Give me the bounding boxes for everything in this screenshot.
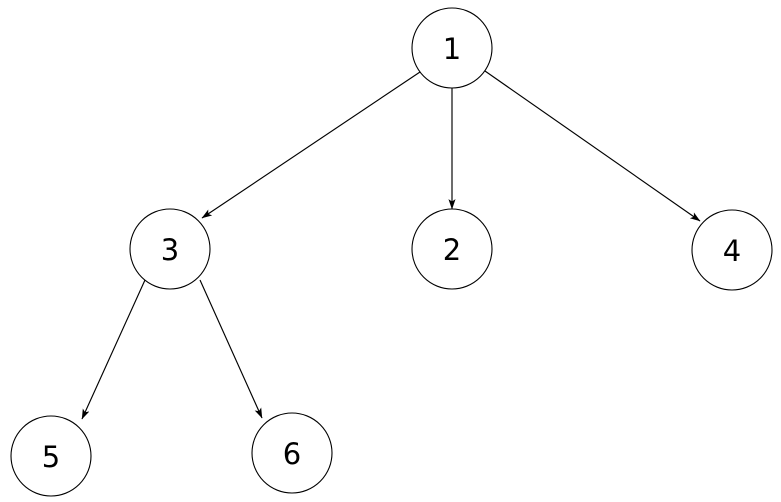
node-circle-1[interactable] bbox=[411, 7, 493, 89]
node-label-1: 1 bbox=[443, 32, 461, 66]
node-label-6: 6 bbox=[283, 437, 301, 471]
edge-1-to-3 bbox=[201, 71, 421, 219]
node-circle-2[interactable] bbox=[411, 208, 493, 290]
node-1[interactable]: 1 bbox=[411, 7, 493, 89]
node-circle-5[interactable] bbox=[10, 415, 92, 497]
node-6[interactable]: 6 bbox=[251, 412, 333, 494]
node-4[interactable]: 4 bbox=[691, 209, 773, 291]
edge-3-to-6 bbox=[199, 279, 263, 419]
node-5[interactable]: 5 bbox=[10, 415, 92, 497]
node-label-4: 4 bbox=[723, 234, 741, 268]
node-label-5: 5 bbox=[42, 440, 60, 474]
node-circle-4[interactable] bbox=[691, 209, 773, 291]
edges-layer bbox=[81, 70, 701, 420]
node-circle-3[interactable] bbox=[129, 208, 211, 290]
edge-3-to-5 bbox=[81, 279, 146, 420]
node-2[interactable]: 2 bbox=[411, 208, 493, 290]
node-label-3: 3 bbox=[161, 233, 179, 267]
node-circle-6[interactable] bbox=[251, 412, 333, 494]
nodes-layer: 1 2 3 4 5 6 bbox=[10, 7, 773, 497]
node-3[interactable]: 3 bbox=[129, 208, 211, 290]
node-label-2: 2 bbox=[443, 233, 461, 267]
edge-1-to-4 bbox=[484, 70, 701, 222]
